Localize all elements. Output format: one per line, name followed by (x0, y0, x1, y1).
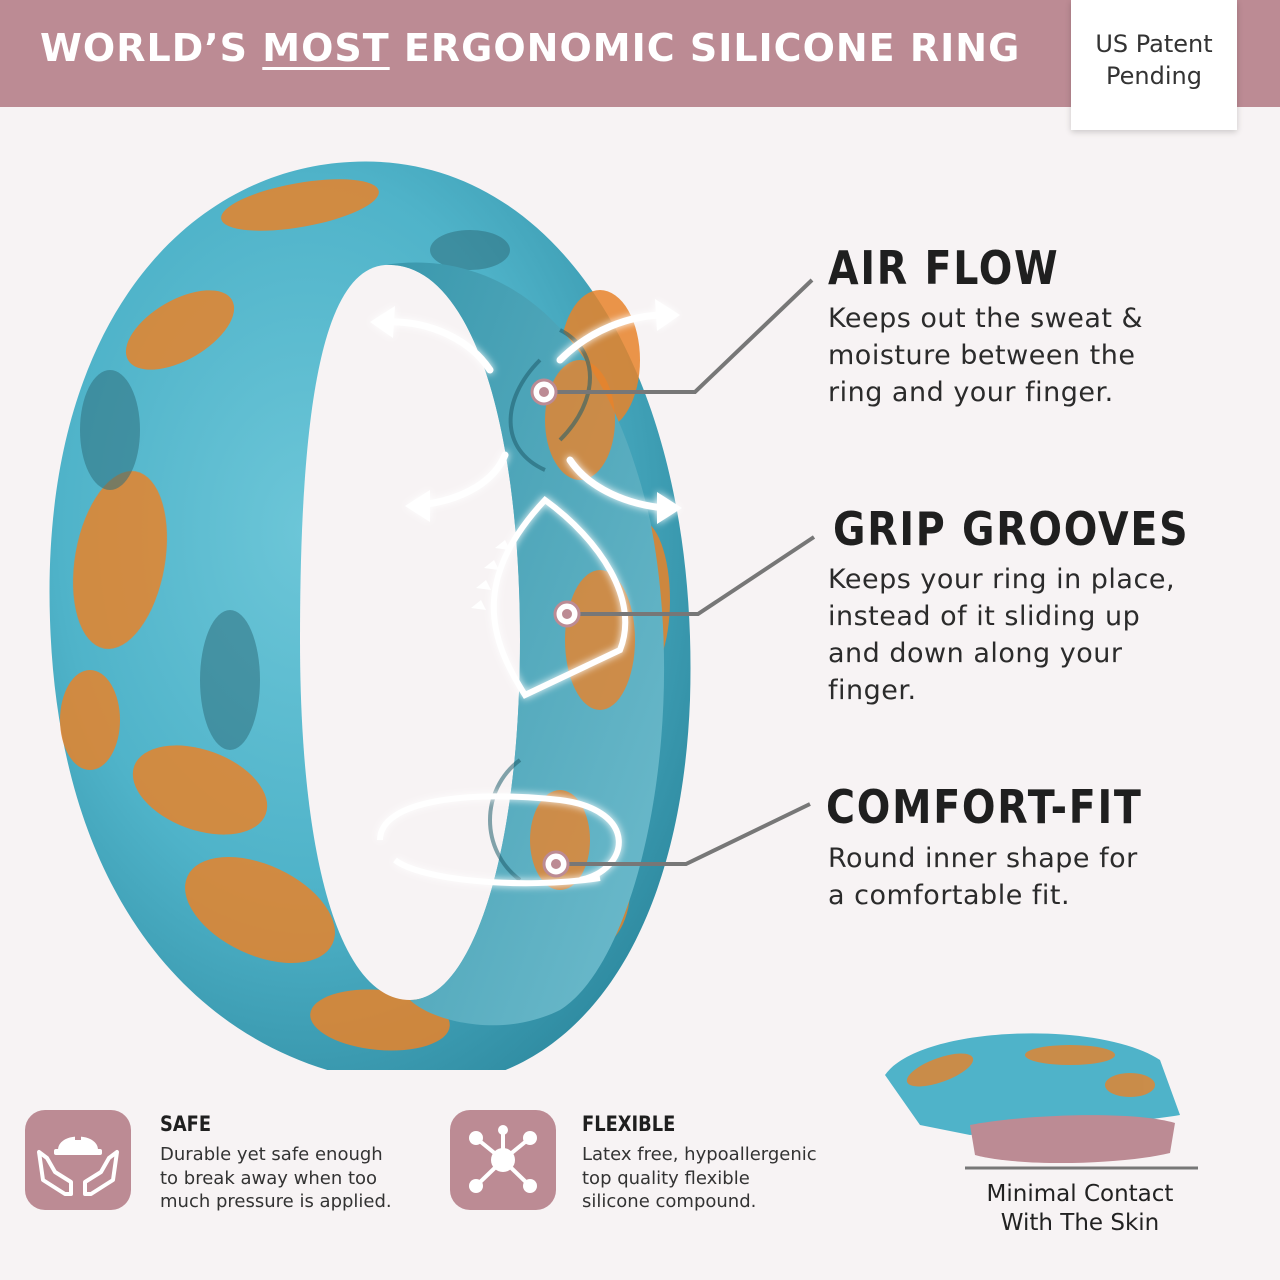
comfort-fit-loop (377, 793, 622, 887)
minimal-contact-caption: Minimal Contact With The Skin (960, 1180, 1200, 1238)
airflow-arrowheads (370, 299, 682, 524)
feature-text-grip-grooves: Keeps your ring in place, instead of it … (828, 561, 1228, 709)
badge-line: Latex free, hypoallergenic (582, 1144, 817, 1165)
molecule-icon (469, 1125, 537, 1193)
patent-line-1: US Patent (1095, 30, 1213, 58)
feature-line: Keeps your ring in place, (828, 564, 1176, 595)
callout-dots (530, 378, 581, 878)
page-title: WORLD’S MOST ERGONOMIC SILICONE RING (40, 26, 1020, 70)
feature-line: Keeps out the sweat & (828, 303, 1144, 334)
grip-groove-outline (490, 496, 629, 699)
title-emphasis: MOST (262, 26, 390, 70)
header-banner: WORLD’S MOST ERGONOMIC SILICONE RING (0, 0, 1280, 107)
badge-line: top quality flexible (582, 1167, 750, 1189)
flexible-text: Latex free, hypoallergenic top quality f… (582, 1143, 852, 1214)
feature-title-air-flow: AIR FLOW (828, 241, 1060, 295)
feature-line: and down along your (828, 638, 1123, 669)
feature-title-comfort-fit: COMFORT-FIT (826, 780, 1143, 834)
contact-line-1: Minimal Contact (986, 1181, 1174, 1207)
feature-line: finger. (828, 675, 917, 706)
feature-line: ring and your finger. (828, 377, 1114, 408)
feature-line: Round inner shape for (828, 843, 1138, 874)
safe-title: SAFE (160, 1112, 212, 1136)
flexible-badge (450, 1110, 556, 1210)
ring-illustration (49, 161, 816, 1070)
badge-line: much pressure is applied. (160, 1191, 392, 1212)
flexible-title: FLEXIBLE (582, 1112, 676, 1136)
ring-cross-section (885, 1033, 1198, 1170)
feature-line: instead of it sliding up (828, 601, 1141, 632)
safe-text: Durable yet safe enough to break away wh… (160, 1143, 430, 1214)
title-pre: WORLD’S (40, 26, 263, 70)
feature-text-air-flow: Keeps out the sweat & moisture between t… (828, 300, 1228, 411)
feature-title-grip-grooves: GRIP GROOVES (833, 502, 1190, 556)
hands-hardhat-icon (37, 1130, 119, 1196)
badge-line: to break away when too (160, 1167, 378, 1189)
feature-line: a comfortable fit. (828, 880, 1071, 911)
patent-line-2: Pending (1106, 62, 1202, 90)
feature-line: moisture between the (828, 340, 1136, 371)
grip-arrows (471, 540, 510, 610)
feature-text-comfort-fit: Round inner shape for a comfortable fit. (828, 840, 1228, 914)
badge-line: silicone compound. (582, 1191, 757, 1212)
airflow-arrows (381, 311, 669, 512)
title-post: ERGONOMIC SILICONE RING (389, 26, 1021, 70)
callout-lines (545, 278, 816, 866)
contact-line-2: With The Skin (1000, 1210, 1160, 1236)
patent-pending-badge: US Patent Pending (1071, 0, 1237, 130)
ring-body (49, 161, 691, 1070)
safe-badge (25, 1110, 131, 1210)
badge-line: Durable yet safe enough (160, 1144, 383, 1165)
